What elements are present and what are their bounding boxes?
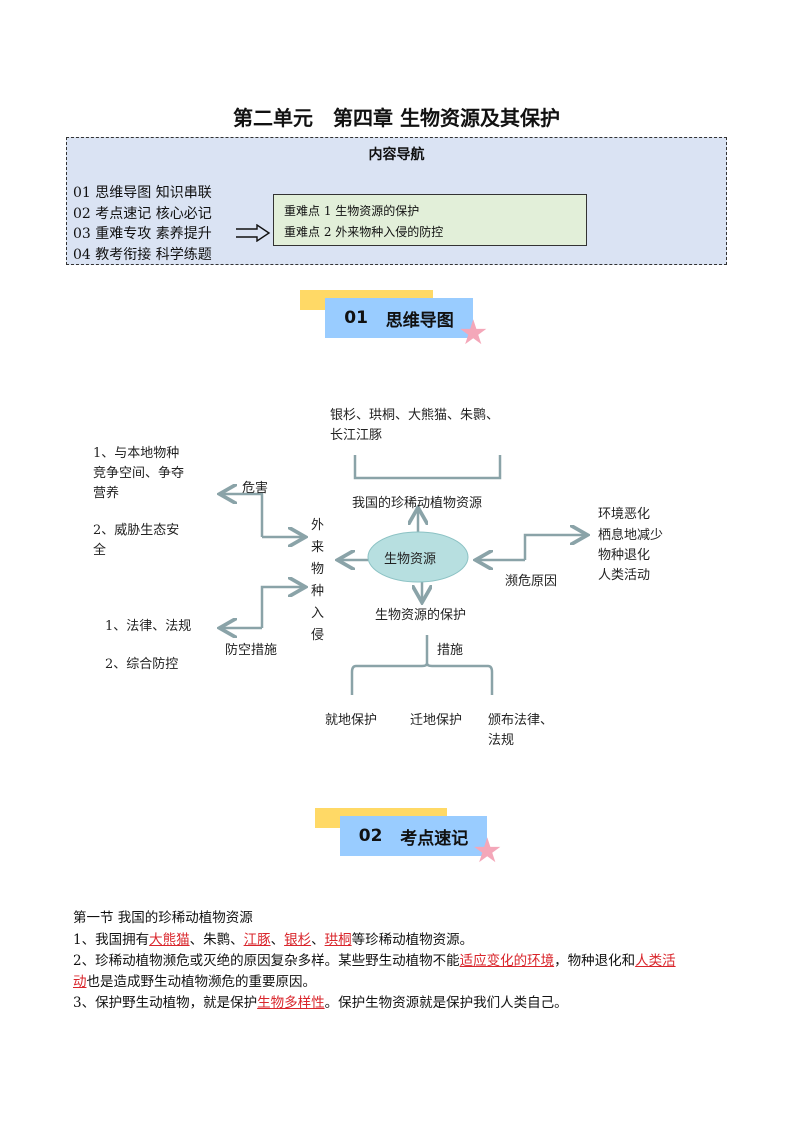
arrow-harm [222, 494, 264, 537]
harm-text: 2、威胁生态安 [93, 523, 180, 538]
cause: 物种退化 [598, 548, 651, 563]
rare-node: 我国的珍稀动植物资源 [352, 496, 483, 511]
cause: 环境恶化 [598, 507, 651, 522]
note-line-3: 3、保护野生动植物，就是保护生物多样性。保护生物资源就是保护我们人类自己。 [73, 995, 568, 1011]
section-number: 02 [358, 826, 383, 846]
species-bracket [353, 455, 502, 480]
prevent-label: 防空措施 [225, 643, 278, 658]
harm-text: 1、与本地物种 [93, 446, 180, 461]
star-icon: ★ [458, 313, 489, 353]
content-navigation: 内容导航 01 思维导图 知识串联 02 考点速记 核心必记 03 重难专攻 素… [66, 137, 727, 265]
protect-node: 生物资源的保护 [375, 608, 467, 623]
arrow-to-invasion-2 [260, 587, 303, 628]
star-icon: ★ [472, 831, 503, 871]
section-banner-02: 02 考点速记 [340, 816, 487, 856]
harm-text: 竞争空间、争夺 [93, 466, 185, 481]
endanger-label: 濒危原因 [505, 574, 558, 589]
measures-bracket [350, 635, 494, 695]
measure: 颁布法律、 [488, 713, 554, 728]
measure-label: 措施 [437, 643, 464, 658]
notes-heading: 第一节 我国的珍稀动植物资源 [73, 910, 253, 926]
nav-item[interactable]: 03 重难专攻 素养提升 [73, 226, 212, 242]
harm-text: 全 [93, 543, 107, 558]
cause: 人类活动 [598, 568, 651, 583]
measure: 法规 [488, 733, 515, 748]
prevent-text: 1、法律、法规 [105, 619, 192, 634]
invasion-node: 外来物种入侵 [311, 518, 325, 643]
harm-text: 营养 [93, 486, 120, 501]
nav-heading: 内容导航 [368, 147, 425, 163]
note-line-2: 2、珍稀动植物濒危或灭绝的原因复杂多样。某些野生动植物不能适应变化的环境，物种退… [73, 953, 676, 969]
key-points-box: 重难点 1 生物资源的保护 重难点 2 外来物种入侵的防控 [273, 194, 587, 246]
species-line: 银杉、珙桐、大熊猫、朱鹮、 [330, 408, 500, 423]
page-title: 第二单元 第四章 生物资源及其保护 [233, 106, 560, 130]
mindmap-lines [0, 455, 793, 695]
key-point: 重难点 2 外来物种入侵的防控 [284, 225, 444, 239]
arrow-to-causes [523, 535, 585, 560]
double-arrow-right-icon [236, 224, 271, 242]
cause: 栖息地减少 [598, 528, 664, 543]
section-label: 思维导图 [385, 310, 454, 331]
section-banner-01: 01 思维导图 [325, 298, 473, 338]
nav-item[interactable]: 01 思维导图 知识串联 [73, 185, 212, 201]
note-line-2-cont: 动也是造成野生动植物濒危的重要原因。 [73, 974, 316, 990]
section-label: 考点速记 [400, 828, 469, 849]
nav-item[interactable]: 02 考点速记 核心必记 [73, 206, 212, 222]
species-line: 长江江豚 [330, 428, 383, 443]
measure: 就地保护 [325, 713, 378, 728]
nav-item[interactable]: 04 教考衔接 科学练题 [73, 247, 212, 263]
center-node: 生物资源 [384, 552, 437, 567]
harm-label: 危害 [242, 481, 269, 496]
center-ellipse [367, 531, 469, 583]
prevent-text: 2、综合防控 [105, 657, 179, 672]
note-line-1: 1、我国拥有大熊猫、朱鹮、江豚、银杉、珙桐等珍稀动植物资源。 [73, 932, 474, 948]
key-point: 重难点 1 生物资源的保护 [284, 204, 420, 218]
measure: 迁地保护 [410, 713, 463, 728]
section-number: 01 [344, 308, 368, 328]
